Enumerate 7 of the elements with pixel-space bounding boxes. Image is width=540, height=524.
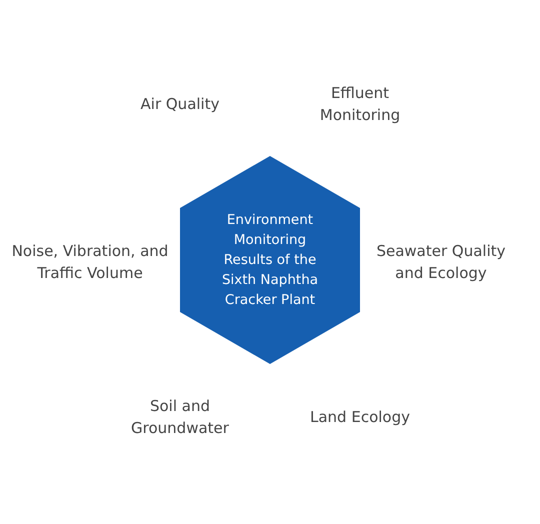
category-label: Air Quality [140,94,220,115]
category-label: Effluent Monitoring [318,83,402,126]
category-label: Noise, Vibration, and Traffic Volume [10,241,170,284]
node-text: Environment Monitoring Results of the Sixth Naphtha Cracker Plant [220,211,320,310]
category-label: Seawater Quality and Ecology [375,241,507,284]
category-label: Soil and Groundwater [130,396,230,439]
category-label: Land Ecology [309,407,411,428]
